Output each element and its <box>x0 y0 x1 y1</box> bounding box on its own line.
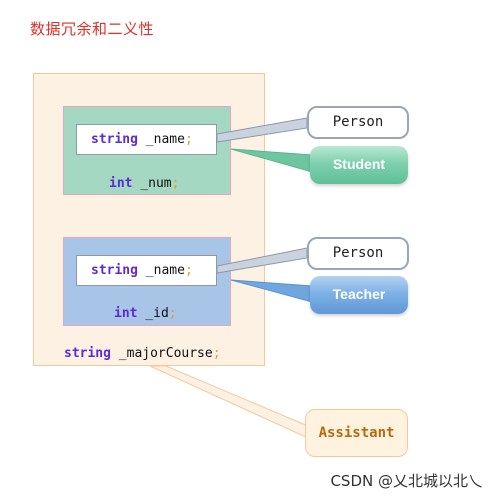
type-keyword: string <box>64 346 111 361</box>
teacher-callout <box>230 279 313 303</box>
watermark: CSDN @乂北城以北乀 <box>330 472 483 490</box>
semicolon: ; <box>184 132 193 147</box>
person-label-2: Person <box>307 237 409 270</box>
person-1-callout <box>216 117 308 143</box>
assistant-callout <box>149 365 309 439</box>
member-name: _name <box>137 132 185 147</box>
semicolon: ; <box>212 346 221 361</box>
semicolon: ; <box>171 176 180 191</box>
assistant-member-majorcourse: string _majorCourse; <box>64 346 221 361</box>
member-name: _name <box>137 263 185 278</box>
student-member-num: int _num; <box>109 176 179 191</box>
member-name: _num <box>132 176 172 191</box>
person-subobject-in-student: string _name; <box>76 124 217 155</box>
assistant-label: Assistant <box>305 409 408 457</box>
person-label-1: Person <box>307 106 409 139</box>
person-subobject-in-teacher: string _name; <box>76 255 217 286</box>
teacher-member-id: int _id; <box>114 306 177 321</box>
type-keyword: string <box>91 132 138 147</box>
member-name: _id <box>137 306 169 321</box>
diagram-title: 数据冗余和二义性 <box>30 20 155 38</box>
student-callout <box>230 148 313 173</box>
semicolon: ; <box>184 263 193 278</box>
semicolon: ; <box>168 306 177 321</box>
type-keyword: int <box>109 176 133 191</box>
teacher-label: Teacher <box>310 276 408 314</box>
student-label: Student <box>310 146 408 184</box>
person-2-callout <box>216 247 308 274</box>
type-keyword: int <box>114 306 138 321</box>
member-name: _majorCourse <box>110 346 213 361</box>
type-keyword: string <box>91 263 138 278</box>
